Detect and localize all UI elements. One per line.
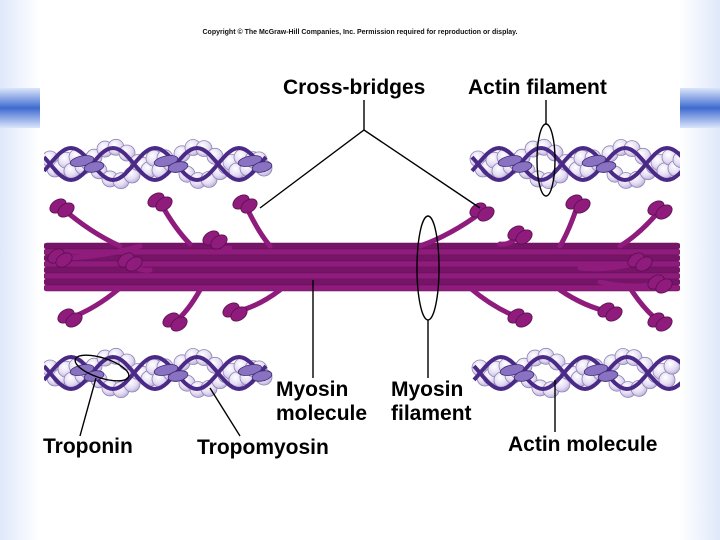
- tropomyosin-strand: [472, 354, 680, 392]
- label-myosin-filament-line2: filament: [391, 402, 472, 425]
- actin-bead: [672, 151, 680, 168]
- troponin-complex: [597, 370, 619, 382]
- tropomyosin-strand: [472, 354, 680, 392]
- label-actin-filament: Actin filament: [468, 76, 607, 99]
- label-tropomyosin: Tropomyosin: [197, 436, 329, 459]
- myosin-head: [240, 198, 258, 214]
- tropomyosin-strand: [44, 145, 268, 183]
- troponin-ring: [74, 354, 130, 382]
- myosin-head: [635, 256, 653, 272]
- myosin-head: [605, 306, 623, 322]
- myosin-head: [477, 206, 495, 222]
- leader-tropomyosin: [209, 387, 241, 437]
- myosin-head: [65, 312, 83, 328]
- tropomyosin-strand: [44, 354, 268, 392]
- myosin-head: [55, 252, 73, 268]
- label-myosin-molecule-line1: Myosin: [276, 378, 349, 401]
- label-cross-bridges: Cross-bridges: [283, 76, 426, 99]
- myosin-head: [573, 198, 591, 214]
- myosin-head: [210, 234, 228, 250]
- myosin-filament-core: [44, 243, 680, 291]
- leader-lines: [74, 100, 556, 437]
- label-myosin-molecule-line2: molecule: [276, 402, 368, 425]
- tropomyosin-strand: [44, 354, 268, 392]
- myosin-head: [170, 316, 188, 332]
- troponin-complex: [511, 161, 533, 173]
- actin-bead: [548, 353, 566, 371]
- troponin-complex: [595, 161, 617, 173]
- actin-bead: [118, 353, 136, 371]
- myosin-head: [515, 229, 533, 245]
- label-troponin: Troponin: [43, 435, 133, 458]
- troponin-complex: [167, 370, 189, 382]
- actin-bead: [118, 144, 136, 162]
- troponin-complex: [513, 370, 535, 382]
- troponin-complex: [83, 161, 105, 173]
- label-actin-molecule: Actin molecule: [508, 433, 658, 456]
- myosin-head: [655, 278, 673, 294]
- myosin-tail: [44, 284, 680, 292]
- leader-troponin: [79, 377, 97, 437]
- myosin-head: [57, 202, 75, 218]
- copyright-notice: Copyright © The McGraw-Hill Companies, I…: [202, 29, 518, 36]
- myosin-head: [230, 306, 248, 322]
- troponin-complex: [251, 161, 273, 173]
- label-myosin-filament-line1: Myosin: [391, 378, 464, 401]
- myosin-head: [655, 204, 673, 220]
- tropomyosin-strand: [44, 145, 268, 183]
- leader-cross-bridges-branches: [259, 129, 481, 209]
- troponin-complex: [167, 161, 189, 173]
- myosin-head: [125, 256, 143, 272]
- myosin-head: [155, 196, 173, 212]
- troponin-complex: [251, 370, 273, 382]
- tropomyosin-strand: [470, 145, 680, 183]
- myosin-head: [515, 312, 533, 328]
- myosin-head: [655, 316, 673, 332]
